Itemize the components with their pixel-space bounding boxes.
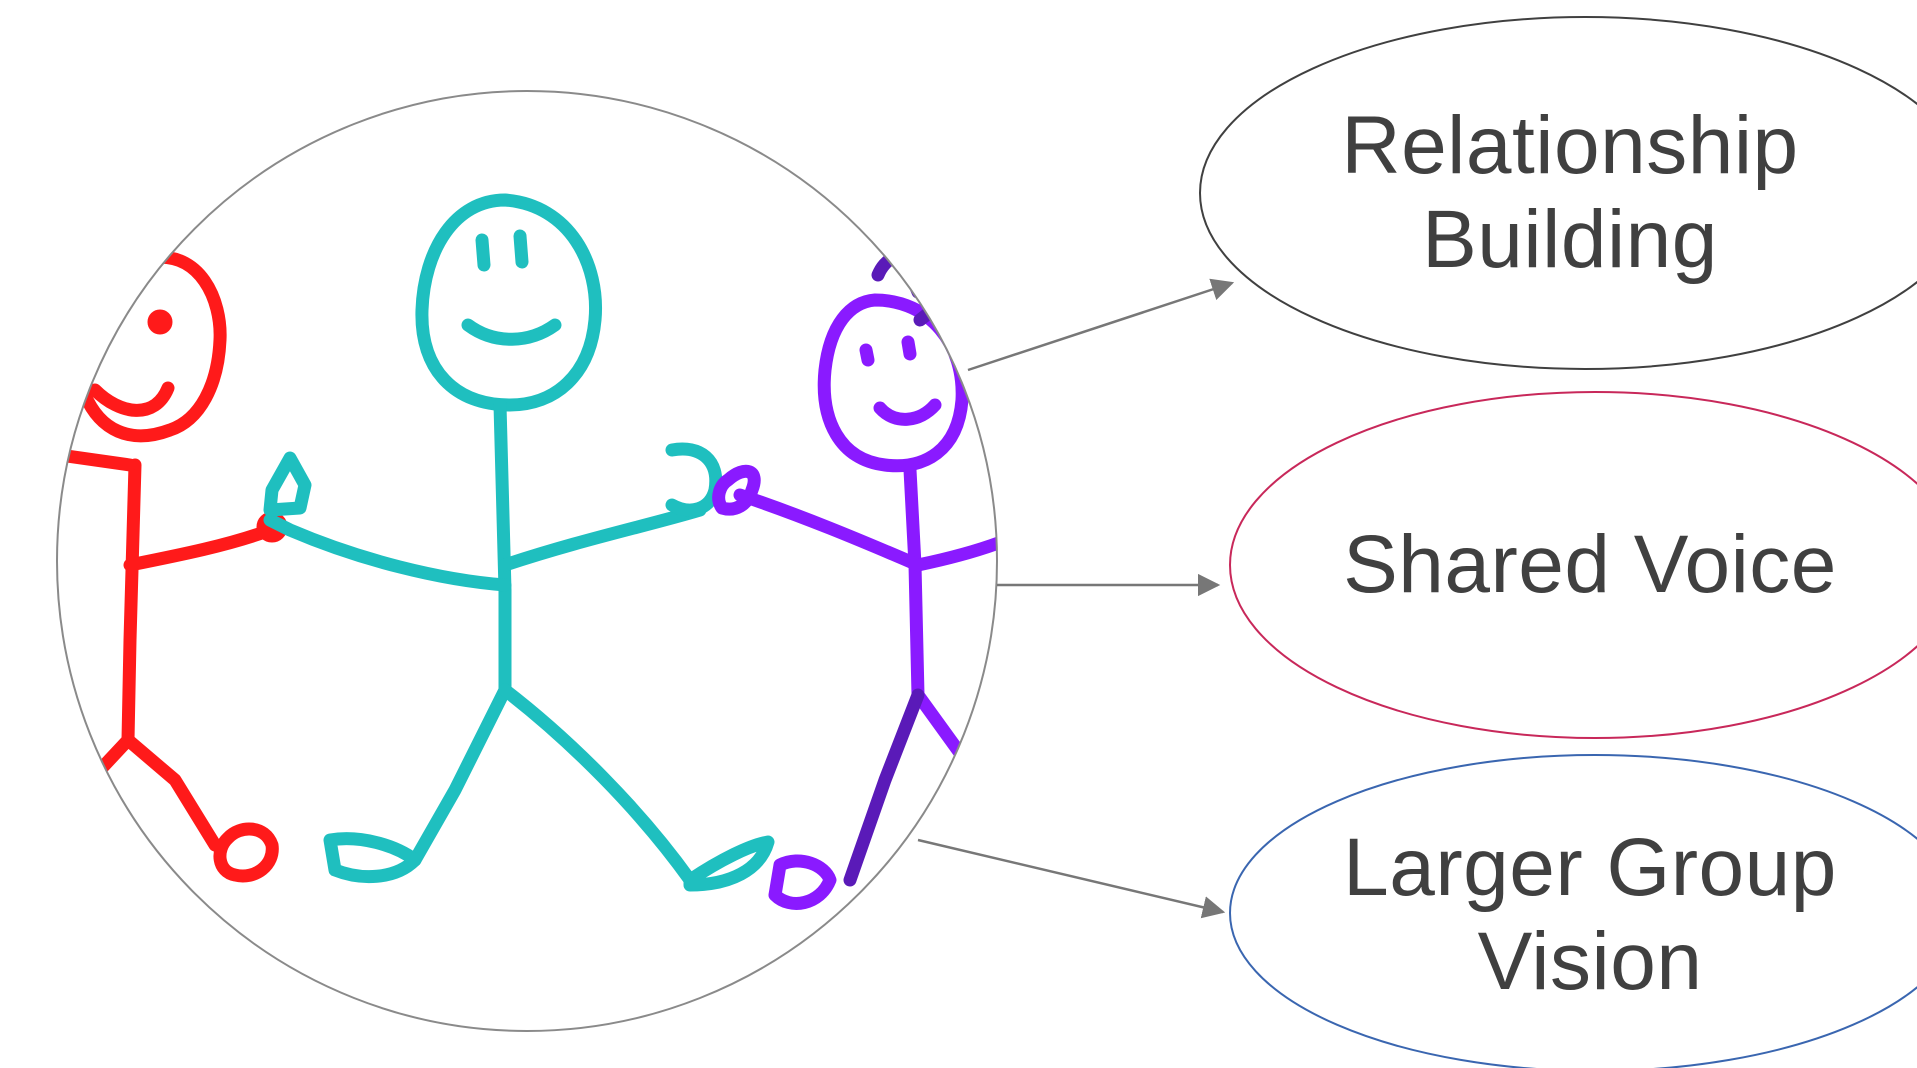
node-oval-vision <box>1229 754 1917 1068</box>
node-label-vision: Larger Group Vision <box>1300 815 1880 1015</box>
red-stick-figure <box>57 250 288 883</box>
node-label-line: Larger Group <box>1343 821 1837 913</box>
node-label-voice: Shared Voice <box>1300 510 1880 620</box>
stick-figures-drawing <box>57 193 997 910</box>
node-label-relationship: Relationship Building <box>1300 88 1840 298</box>
illustration-circle <box>56 90 998 1032</box>
node-oval-relationship <box>1199 16 1917 370</box>
teal-stick-figure <box>263 193 775 892</box>
node-oval-voice <box>1229 391 1917 739</box>
purple-stick-figure <box>712 293 997 910</box>
arrow-icon <box>967 278 1235 372</box>
node-label-line: Relationship <box>1341 99 1799 191</box>
node-label-line: Shared Voice <box>1343 518 1837 610</box>
node-label-line: Building <box>1422 194 1718 285</box>
node-label-line: Vision <box>1477 916 1703 1007</box>
arrow-icon <box>917 838 1226 919</box>
